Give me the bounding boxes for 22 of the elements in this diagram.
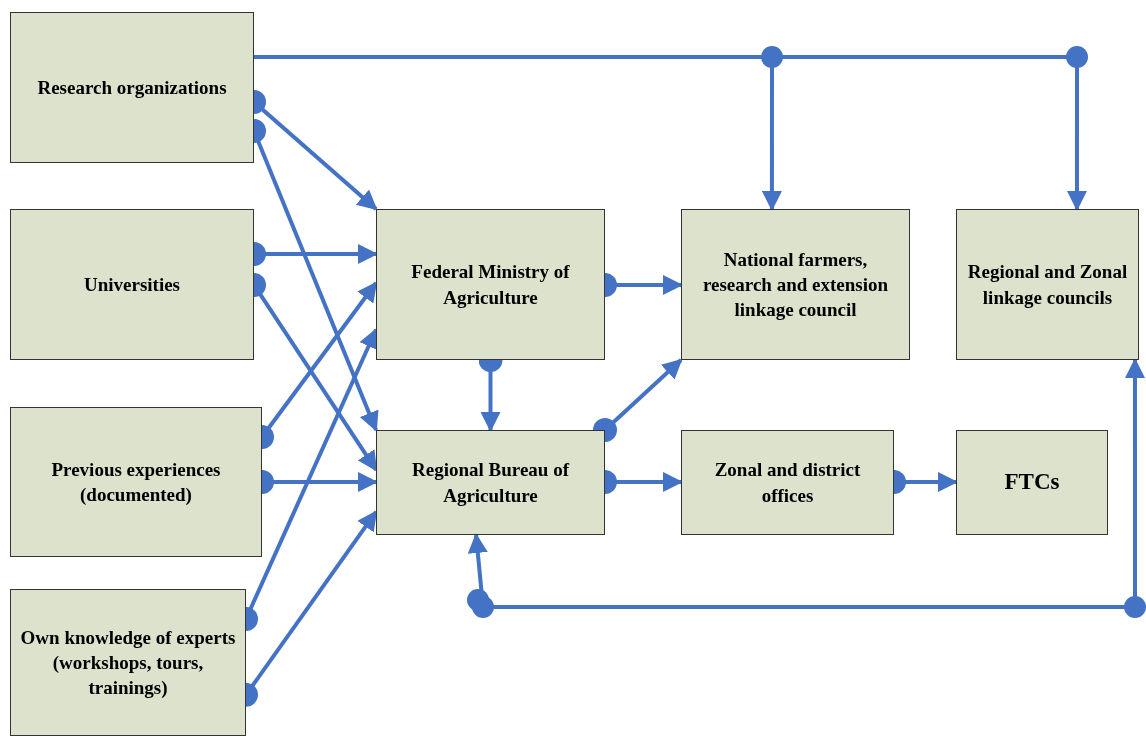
process-box [10,589,246,736]
box-label: Federal Ministry of Agriculture [410,260,571,310]
process-box [10,407,262,557]
process-box [681,209,910,360]
process-box [10,12,254,163]
process-box [10,209,254,360]
box-label: National farmers, research and extension linkage council [701,247,890,323]
process-box [376,209,605,360]
box-label: Research organizations [36,75,228,100]
box-label: Regional and Zonal linkage councils [966,260,1129,310]
box-label: FTCs [1003,468,1061,497]
box-label: Zonal and district offices [713,458,862,508]
box-label: Own knowledge of experts (workshops, tours, trainings) [19,625,237,701]
box-label: Universities [82,272,181,297]
process-box [681,430,894,535]
arrow [593,358,683,442]
process-box [956,209,1139,360]
process-box [956,430,1108,535]
box-label: Previous experiences (documented) [50,457,222,507]
arrow [467,358,1145,609]
process-box [376,430,605,535]
box-label: Regional Bureau of Agriculture [411,458,571,508]
